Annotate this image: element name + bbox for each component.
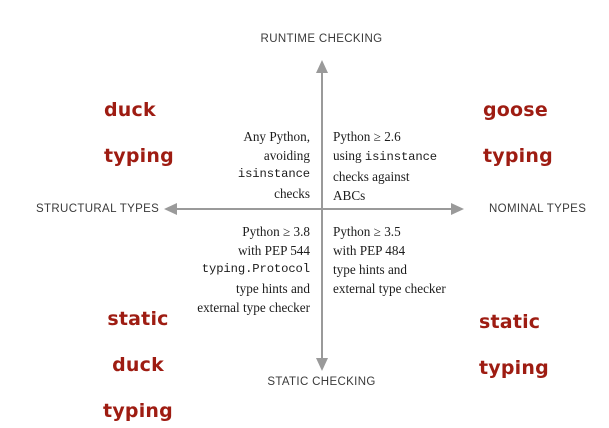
quadrant-name-line: typing: [104, 145, 174, 167]
quadrant-body-line: type hints and: [236, 281, 310, 296]
quadrant-body-line-mixed: using isinstance: [333, 146, 533, 167]
quadrant-body-line: with PEP 484: [333, 243, 406, 258]
quadrant-name-line: typing: [103, 400, 173, 422]
quadrant-body-line: external type checker: [197, 300, 310, 315]
quadrant-body-line: checks: [274, 186, 310, 201]
quadrant-body-text: using: [333, 148, 365, 163]
quadrant-body-line: checks against: [333, 169, 410, 184]
quadrant-body-line-code: typing.Protocol: [201, 262, 310, 276]
quadrant-body-line: Python ≥ 2.6: [333, 129, 401, 144]
horizontal-axis-line: [176, 208, 452, 210]
quadrant-body-static-duck-typing: Python ≥ 3.8 with PEP 544 typing.Protoco…: [140, 222, 310, 317]
axis-label-structural-types: STRUCTURAL TYPES: [36, 203, 160, 215]
axis-label-nominal-types: NOMINAL TYPES: [489, 203, 587, 215]
quadrant-body-line: Python ≥ 3.8: [242, 224, 310, 239]
quadrant-body-line: Python ≥ 3.5: [333, 224, 401, 239]
quadrant-name-static-duck-typing: static duck typing: [97, 285, 179, 428]
quadrant-body-line: external type checker: [333, 281, 446, 296]
quadrant-body-code: isinstance: [364, 150, 438, 164]
quadrant-name-goose-typing: goose typing: [483, 76, 553, 191]
quadrant-body-static-typing: Python ≥ 3.5 with PEP 484 type hints and…: [333, 222, 533, 298]
arrow-up-icon: [316, 60, 328, 73]
vertical-axis-line: [321, 72, 323, 360]
axis-label-static-checking: STATIC CHECKING: [267, 376, 376, 388]
quadrant-body-duck-typing: Any Python, avoiding isinstance checks: [160, 127, 310, 203]
quadrant-body-line: Any Python,: [243, 129, 310, 144]
quadrant-name-line: goose: [483, 99, 548, 121]
axis-label-runtime-checking: RUNTIME CHECKING: [260, 33, 383, 45]
quadrant-name-line: typing: [483, 145, 553, 167]
quadrant-name-line: duck: [112, 354, 164, 376]
quadrant-name-duck-typing: duck typing: [104, 76, 174, 191]
arrow-down-icon: [316, 358, 328, 371]
arrow-right-icon: [451, 203, 464, 215]
quadrant-name-line: static: [479, 311, 541, 333]
quadrant-body-line: avoiding: [263, 148, 310, 163]
quadrant-body-line: with PEP 544: [237, 243, 310, 258]
quadrant-name-line: typing: [479, 357, 549, 379]
quadrant-name-line: duck: [104, 99, 156, 121]
quadrant-body-line: type hints and: [333, 262, 407, 277]
quadrant-name-static-typing: static typing: [479, 288, 549, 403]
quadrant-body-line: ABCs: [333, 188, 366, 203]
quadrant-name-line: static: [107, 308, 169, 330]
quadrant-body-goose-typing: Python ≥ 2.6 using isinstance checks aga…: [333, 127, 533, 205]
quadrant-body-line-code: isinstance: [237, 167, 310, 181]
arrow-left-icon: [164, 203, 177, 215]
